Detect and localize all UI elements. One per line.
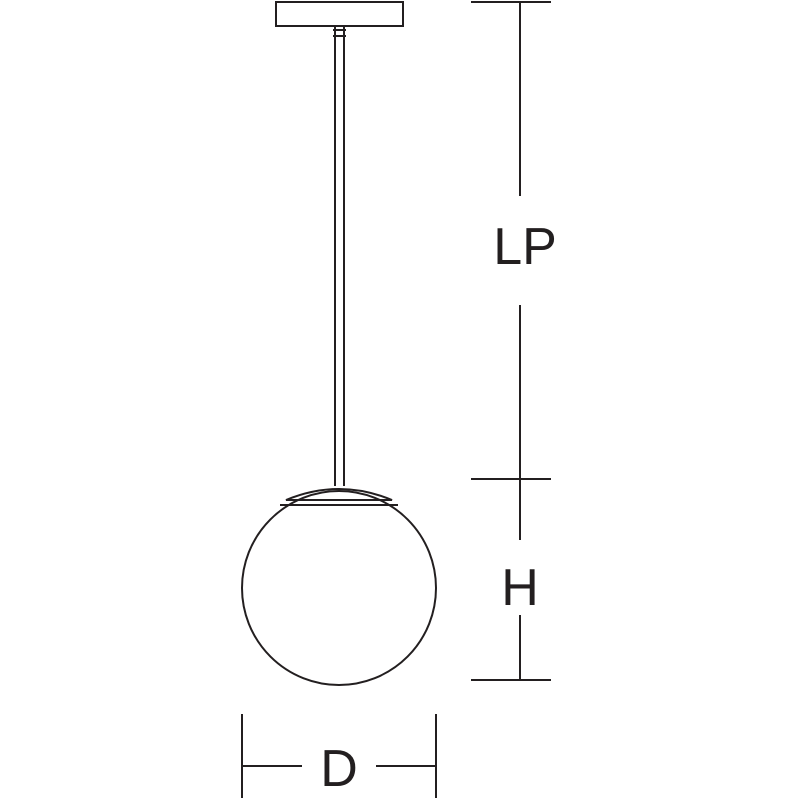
suspension-rod (333, 26, 346, 486)
globe-fitter (280, 488, 398, 506)
d-label: D (320, 740, 358, 798)
h-label: H (501, 559, 539, 617)
horizontal-dimension-lines (241, 714, 437, 798)
vertical-dimension-lines (471, 1, 551, 681)
lp-label: LP (493, 218, 557, 276)
ceiling-canopy (275, 1, 404, 27)
globe-shade (241, 490, 437, 686)
